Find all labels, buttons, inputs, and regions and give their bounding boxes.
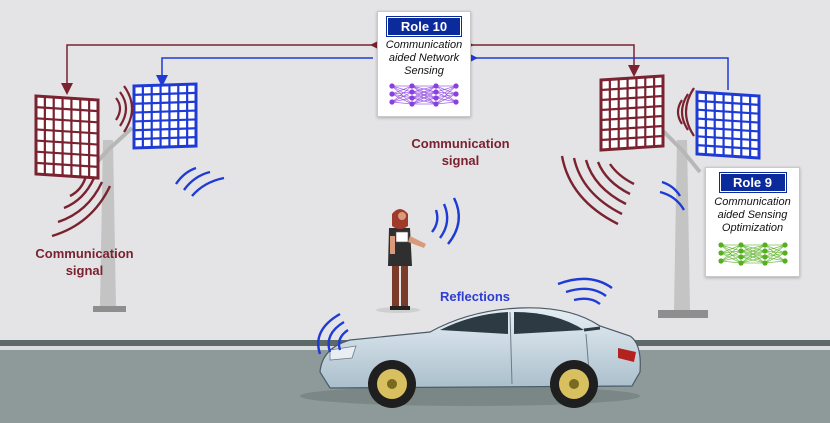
reflections-label: Reflections bbox=[439, 289, 511, 304]
left-base-station-icon bbox=[34, 82, 198, 312]
purple-neural-network-icon bbox=[389, 83, 459, 107]
right-sensing-waves bbox=[659, 180, 686, 211]
role10-links bbox=[61, 39, 729, 95]
role10-description: Communication aided Network Sensing bbox=[385, 39, 463, 77]
role10-badge: Role 10 bbox=[386, 16, 462, 37]
role9-badge: Role 9 bbox=[718, 172, 787, 193]
communication-signal-label-center: Communication signal bbox=[411, 136, 510, 168]
communication-signal-label-left: Communication signal bbox=[35, 246, 134, 278]
right-communication-waves bbox=[560, 155, 635, 226]
role9-box: Role 9 Communication aided Sensing Optim… bbox=[705, 167, 800, 277]
right-base-station-icon bbox=[599, 74, 761, 318]
left-communication-waves bbox=[51, 175, 112, 238]
green-neural-network-icon bbox=[717, 242, 788, 266]
pedestrian-icon bbox=[376, 209, 426, 313]
car-icon bbox=[300, 307, 641, 408]
left-sensing-waves bbox=[175, 166, 225, 197]
car-sensing-waves bbox=[317, 277, 613, 355]
role9-description: Communication aided Sensing Optimization bbox=[714, 196, 791, 234]
role10-box: Role 10 Communication aided Network Sens… bbox=[377, 11, 471, 117]
pedestrian-sensing-waves bbox=[431, 197, 460, 245]
